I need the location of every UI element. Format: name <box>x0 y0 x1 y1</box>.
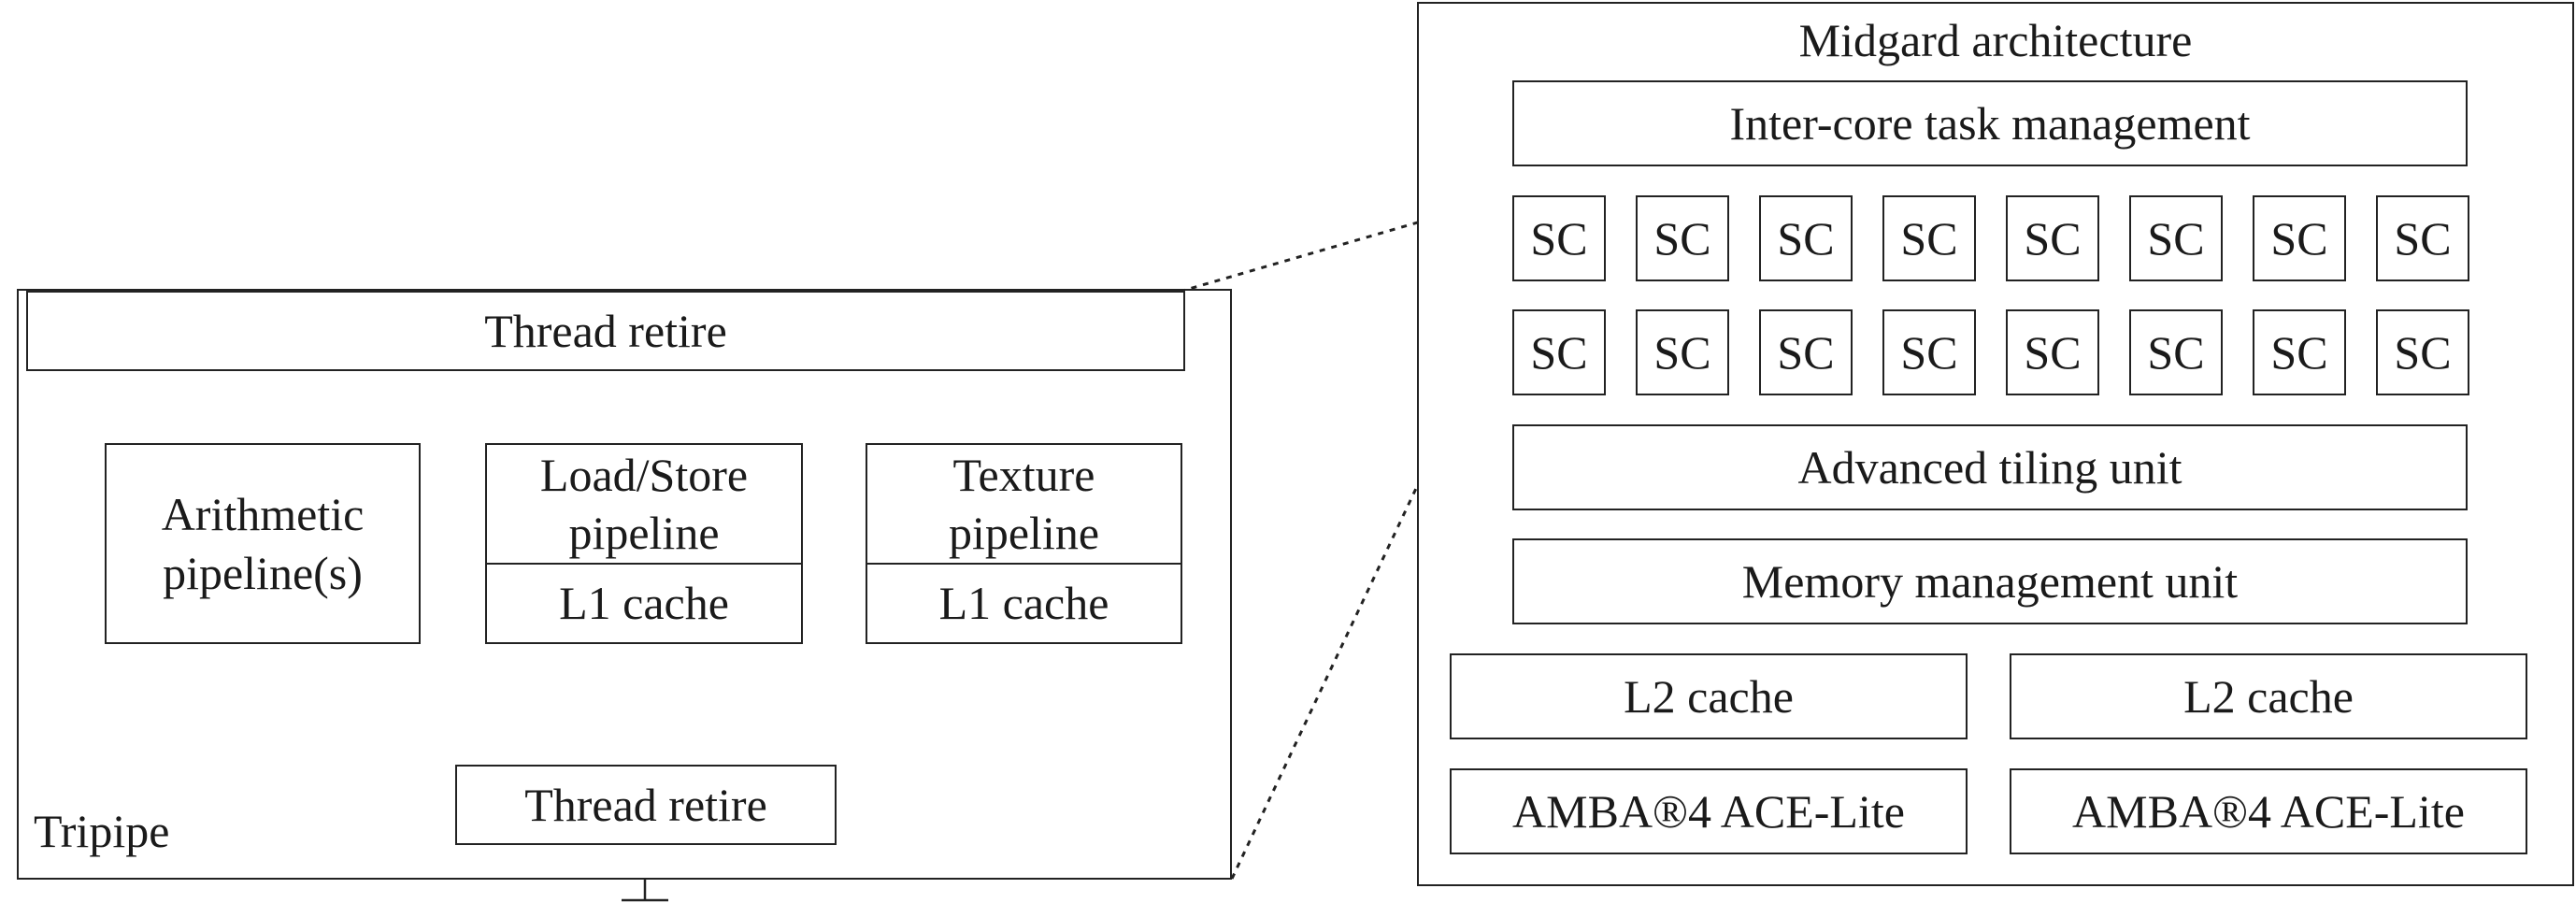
amba-ace-lite-right: AMBA®4 ACE-Lite <box>2010 768 2527 854</box>
shader-core: SC <box>2253 195 2346 281</box>
shader-core: SC <box>1512 195 1606 281</box>
shader-core: SC <box>1882 309 1976 395</box>
shader-core: SC <box>2253 309 2346 395</box>
loadstore-pipeline: Load/Store pipeline <box>485 443 803 565</box>
shader-core: SC <box>1636 309 1729 395</box>
midgard-title: Midgard architecture <box>1798 14 2193 66</box>
loadstore-l1-cache: L1 cache <box>485 563 803 644</box>
shader-core: SC <box>2006 195 2099 281</box>
shader-core: SC <box>1512 309 1606 395</box>
shader-core: SC <box>2006 309 2099 395</box>
shader-core: SC <box>1759 309 1853 395</box>
l2-cache-right: L2 cache <box>2010 653 2527 739</box>
shader-core: SC <box>1882 195 1976 281</box>
texture-pipeline: Texture pipeline <box>866 443 1182 565</box>
inter-core-task-management: Inter-core task management <box>1512 80 2468 166</box>
shader-core: SC <box>2129 309 2223 395</box>
shader-core: SC <box>2376 309 2469 395</box>
arithmetic-pipeline: Arithmetic pipeline(s) <box>105 443 421 644</box>
shader-core: SC <box>1759 195 1853 281</box>
texture-l1-cache: L1 cache <box>866 563 1182 644</box>
amba-ace-lite-left: AMBA®4 ACE-Lite <box>1450 768 1968 854</box>
advanced-tiling-unit: Advanced tiling unit <box>1512 424 2468 510</box>
zoom-line-top <box>1179 193 1515 294</box>
top-thread-retire: Thread retire <box>26 291 1185 371</box>
bottom-thread-retire: Thread retire <box>455 765 837 845</box>
l2-cache-left: L2 cache <box>1450 653 1968 739</box>
memory-management-unit: Memory management unit <box>1512 538 2468 624</box>
shader-core: SC <box>2376 195 2469 281</box>
shader-core: SC <box>1636 195 1729 281</box>
tripipe-label: Tripipe <box>34 805 170 857</box>
shader-core: SC <box>2129 195 2223 281</box>
